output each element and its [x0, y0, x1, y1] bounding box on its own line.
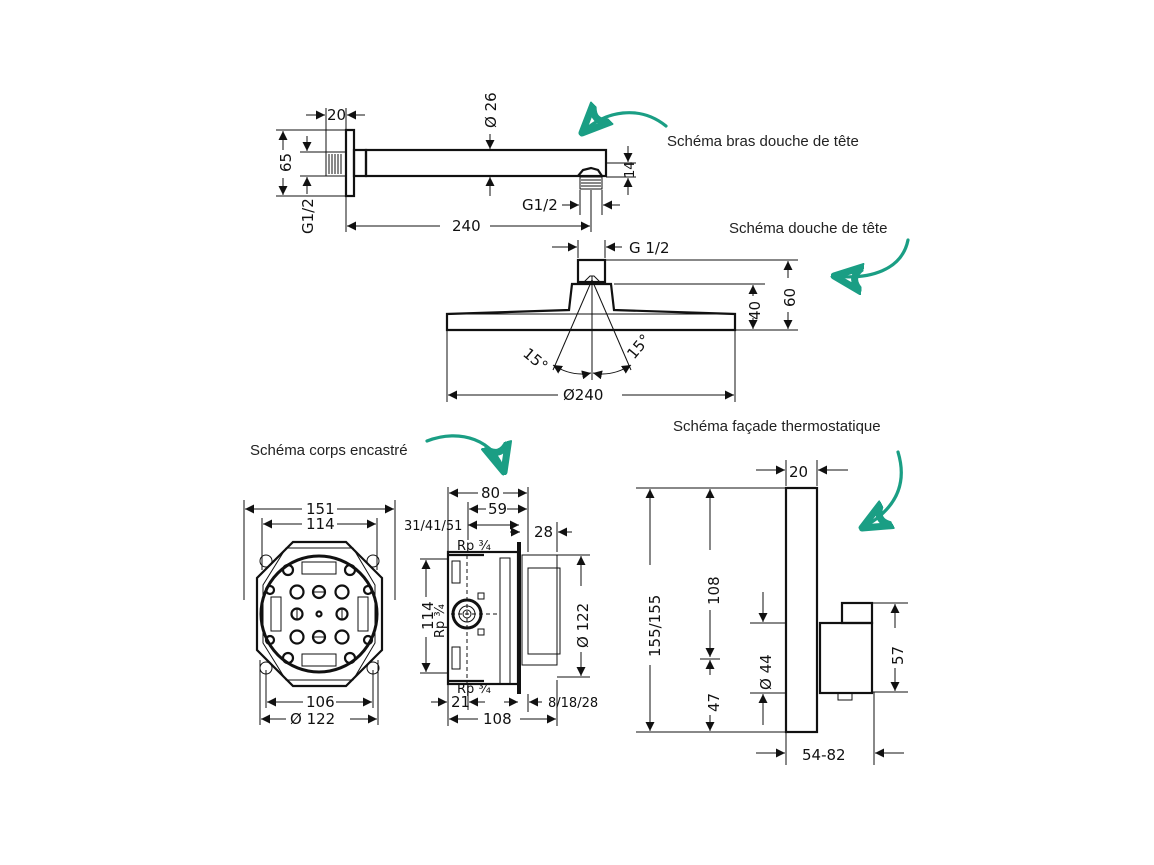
caption-arm: Schéma bras douche de tête	[667, 133, 859, 150]
arm-length-label: 240	[452, 217, 481, 235]
arm-flange	[344, 128, 356, 198]
facade-height-label: 155/155	[646, 595, 664, 657]
facade-knob-height-label: 57	[889, 646, 907, 665]
arm-height-label: 65	[277, 153, 295, 172]
facade-knob-diameter-label: Ø 44	[757, 654, 775, 690]
teal-arrow-head-icon	[834, 238, 910, 277]
body-side-diameter-label: Ø 122	[574, 603, 592, 648]
body-side-depth-label: 80	[481, 484, 500, 502]
body-side-depth-inner-label: 59	[488, 500, 507, 518]
body-front-octagon	[255, 540, 384, 688]
body-side-rp-top-label: Rp ¾	[457, 539, 491, 554]
arm-thread-stub	[325, 151, 347, 177]
body-front-ring	[259, 554, 379, 674]
teal-arrow-facade-icon	[862, 450, 903, 528]
caption-facade: Schéma façade thermostatique	[673, 418, 881, 435]
head-body	[445, 282, 737, 332]
body-front-bottom-label: 106	[306, 693, 335, 711]
body-front-diameter-label: Ø 122	[290, 710, 335, 728]
body-side-bottom-left-label: 21	[451, 693, 470, 711]
head-angle-right-label: 15°	[623, 331, 654, 363]
head-diameter-label: Ø240	[563, 386, 603, 404]
body-side-housing	[446, 550, 520, 686]
facade-thickness-label: 20	[789, 463, 808, 481]
arm-outlet	[579, 176, 603, 190]
body-side-rp-side-label: Rp ¾	[433, 604, 448, 638]
body-side-cover-label: 28	[534, 523, 553, 541]
head-height-total-label: 60	[781, 288, 799, 307]
arm-flange-width-label: 20	[327, 106, 346, 124]
body-side-rp-bottom-label: Rp ¾	[457, 682, 491, 697]
teal-arrow-body-icon	[425, 434, 504, 472]
body-side-bottom-total-label: 108	[483, 710, 512, 728]
arm-tube	[364, 148, 608, 178]
arm-thread-left-label: G1/2	[299, 198, 317, 234]
arm-diameter-label: Ø 26	[482, 92, 500, 128]
body-side-bottom-right-label: 8/18/28	[548, 696, 598, 711]
head-thread-label: G 1/2	[629, 239, 670, 257]
facade-schematic: 20 155/155 108 47 Ø 44 57 54-82	[636, 460, 908, 765]
teal-arrow-arm-icon	[582, 113, 668, 133]
facade-upper-label: 108	[705, 576, 723, 605]
head-angle-left-label: 15°	[519, 344, 551, 375]
body-front-schematic: 151 114 106 Ø 122	[243, 500, 396, 728]
arm-outlet-thread-label: G1/2	[522, 196, 558, 214]
head-schematic: 15° 15° G 1/2 60 40 Ø240	[445, 239, 799, 404]
facade-lower-label: 47	[705, 693, 723, 712]
caption-head: Schéma douche de tête	[729, 220, 887, 237]
facade-projection-label: 54-82	[802, 746, 846, 764]
body-front-outer-label: 151	[306, 500, 335, 518]
caption-body: Schéma corps encastré	[250, 442, 408, 459]
facade-plate	[784, 486, 819, 734]
body-front-inner-label: 114	[306, 515, 335, 533]
body-side-schematic: Rp ¾ Rp ¾ Rp ¾ 80 59 31/41/51 28 114 Ø 1…	[404, 484, 598, 728]
body-side-offsets-label: 31/41/51	[404, 519, 462, 534]
facade-knob-body	[818, 621, 874, 695]
facade-knob-top	[840, 601, 874, 625]
body-side-plate	[517, 542, 521, 694]
body-side-height-label: 114	[419, 601, 437, 630]
head-height-body-label: 40	[746, 301, 764, 320]
arm-schematic: 20 Ø 26 65 G1/2 14 G1/2 240	[276, 92, 638, 235]
arm-outlet-drop-label: 14	[623, 161, 638, 178]
